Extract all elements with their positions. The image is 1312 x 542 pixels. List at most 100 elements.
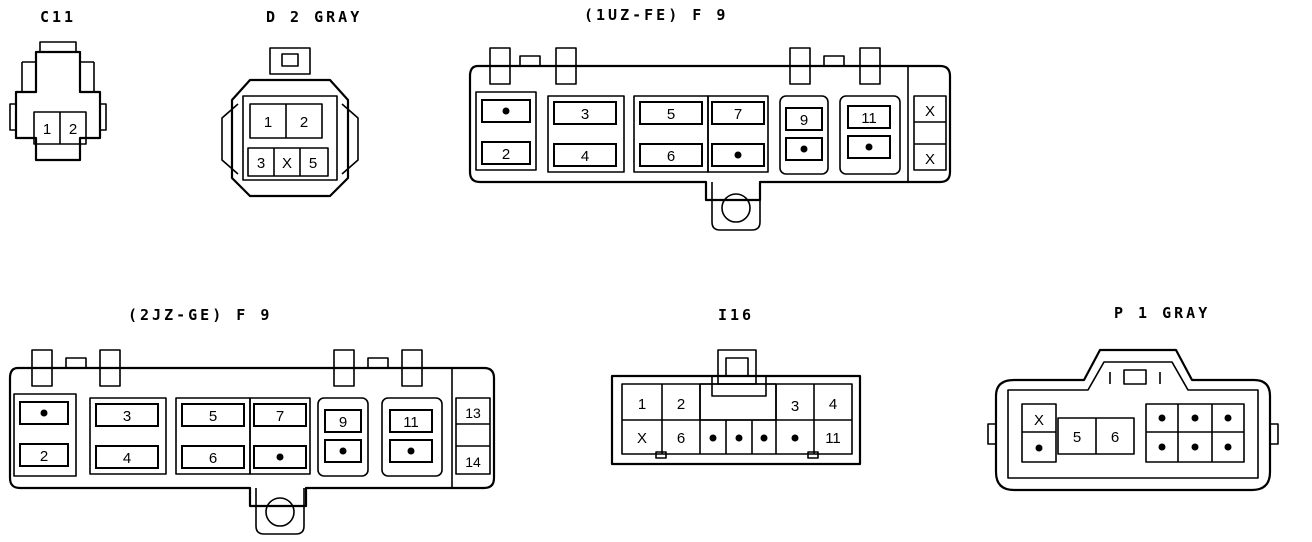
connector-d2-lower-cavity: [247, 147, 329, 177]
connector-f9-1uz-top-nubs: [519, 55, 845, 67]
connector-f9-2jz-pin-2: 2: [40, 448, 48, 465]
connector-f9-2jz-pin-7: 7: [276, 408, 284, 425]
connector-p1-plug-dot: [1158, 414, 1166, 422]
connector-p1-plug-dot: [1191, 414, 1199, 422]
connector-p1-pin-6: 6: [1111, 429, 1119, 446]
connector-f9-2jz-pin-3: 3: [123, 408, 131, 425]
connector-p1-cavity-left: [1021, 403, 1057, 463]
connector-i16-plug-dot: [709, 434, 717, 442]
connector-f9-1uz-group-a: [475, 91, 537, 171]
connector-f9-1uz: (1UZ-FE) F 9 2 3 4 5 6 7 9 11: [468, 6, 952, 231]
connector-f9-1uz-top-posts: [489, 47, 881, 85]
connector-c11-title: C11: [40, 8, 76, 26]
connector-f9-1uz-plug-dot: [800, 145, 808, 153]
connector-f9-2jz: (2JZ-GE) F 9 2 3 4 5 6 7 9 11: [8, 306, 496, 535]
connector-f9-1uz-pin-11: 11: [861, 110, 877, 127]
connector-i16-pin-3: 3: [791, 398, 799, 415]
connector-p1-plug-dot: [1191, 443, 1199, 451]
connector-f9-2jz-plug-dot: [276, 453, 284, 461]
connector-i16-plug-dot: [791, 434, 799, 442]
connector-f9-1uz-pin-2: 2: [502, 146, 510, 163]
connector-p1-cavity-right: [1145, 403, 1245, 463]
connector-f9-1uz-plug-dot: [502, 107, 510, 115]
connector-f9-2jz-title: (2JZ-GE) F 9: [128, 306, 272, 324]
connector-f9-2jz-group-f: [381, 397, 443, 477]
connector-f9-1uz-pin-9: 9: [800, 112, 808, 129]
connector-f9-1uz-pin-3: 3: [581, 106, 589, 123]
connector-c11-clip: [21, 61, 95, 92]
connector-c11-pin-1: 1: [43, 121, 51, 138]
connector-d2-pin-5: 5: [309, 155, 317, 172]
connector-d2: D 2 GRAY 1 2 3 X 5: [221, 8, 362, 198]
connector-f9-2jz-group-a: [13, 393, 77, 477]
connector-i16-plug-dot: [760, 434, 768, 442]
connector-f9-2jz-bolt-hole: [265, 497, 295, 527]
connector-p1-plug-dot: [1158, 443, 1166, 451]
connector-p1-latch-guides: [1109, 372, 1161, 384]
connector-f9-2jz-pin-11: 11: [403, 414, 419, 431]
connector-d2-latch: [269, 47, 311, 75]
connector-d2-title: D 2 GRAY: [266, 8, 362, 26]
connector-f9-2jz-plug-dot: [40, 409, 48, 417]
connector-p1-plug-dot: [1224, 443, 1232, 451]
connector-f9-1uz-plug-dot: [865, 143, 873, 151]
connector-f9-2jz-pin-13: 13: [465, 405, 481, 421]
connector-i16-pin-6: 6: [677, 430, 685, 447]
connector-p1-inner-wall: [1007, 361, 1259, 479]
connector-p1: P 1 GRAY X 5 6: [987, 304, 1279, 492]
connector-f9-1uz-group-g: [913, 95, 947, 171]
connector-f9-1uz-housing: [468, 64, 952, 202]
connector-i16-pin-2: 2: [677, 396, 685, 413]
connector-d2-housing: [230, 78, 350, 198]
connector-f9-2jz-pin-9: 9: [339, 414, 347, 431]
connector-c11-pin-2: 2: [69, 121, 77, 138]
connector-f9-2jz-group-e: [317, 397, 369, 477]
connector-p1-latch: [1123, 369, 1147, 385]
connector-c11-side-tabs: [9, 103, 107, 131]
connector-f9-2jz-pin-14: 14: [465, 454, 481, 470]
connector-c11-latch: [39, 41, 77, 52]
connector-f9-2jz-pin-5: 5: [209, 408, 217, 425]
connector-p1-plug-dot: [1224, 414, 1232, 422]
connector-d2-inner-wall: [242, 95, 338, 181]
connector-f9-1uz-pin-6: 6: [667, 148, 675, 165]
connector-i16: I16 1 2 3 4 X 6 11: [610, 306, 862, 466]
connector-f9-1uz-title: (1UZ-FE) F 9: [584, 6, 728, 24]
connector-f9-1uz-pin-7: 7: [734, 106, 742, 123]
connector-i16-plug-dot: [735, 434, 743, 442]
connector-d2-side-wings: [221, 103, 359, 175]
connector-f9-1uz-mount-tab: [711, 182, 761, 231]
connector-d2-pin-1: 1: [264, 114, 272, 131]
connector-f9-2jz-group-g: [455, 397, 491, 475]
connector-i16-pin-11: 11: [825, 430, 841, 447]
connector-d2-latch-window: [281, 53, 299, 67]
connector-i16-latch-frame: [711, 376, 767, 397]
connector-i16-pin-x: X: [637, 430, 647, 447]
connector-f9-1uz-group-f: [839, 95, 901, 175]
connector-f9-1uz-pin-x1: X: [925, 103, 935, 120]
connector-f9-1uz-pin-5: 5: [667, 106, 675, 123]
connector-f9-1uz-bolt-hole: [721, 193, 751, 223]
connector-f9-1uz-pin-x2: X: [925, 151, 935, 168]
connector-i16-latch: [717, 349, 757, 385]
connector-f9-1uz-group-b: [547, 95, 625, 173]
connector-c11: C11 1 2: [9, 8, 107, 162]
connector-f9-1uz-group-d: [707, 95, 769, 173]
connector-f9-2jz-plug-dot: [407, 447, 415, 455]
connector-p1-housing: [994, 348, 1272, 492]
connector-f9-2jz-pin-6: 6: [209, 450, 217, 467]
connector-p1-pin-x: X: [1034, 412, 1044, 429]
connector-f9-2jz-group-d: [249, 397, 311, 475]
connector-p1-title: P 1 GRAY: [1114, 304, 1210, 322]
connector-f9-1uz-pin-4: 4: [581, 148, 589, 165]
connector-f9-1uz-group-e: [779, 95, 829, 175]
connector-c11-housing: [14, 50, 102, 162]
connector-i16-face: [621, 383, 853, 455]
connector-p1-pin-5: 5: [1073, 429, 1081, 446]
connector-i16-key-gap: [699, 383, 777, 421]
connector-d2-pin-x: X: [282, 155, 292, 172]
connector-i16-pin-1: 1: [638, 396, 646, 413]
connector-f9-2jz-plug-dot: [339, 447, 347, 455]
connector-f9-2jz-housing: [8, 366, 496, 508]
connector-i16-pin-4: 4: [829, 396, 837, 413]
